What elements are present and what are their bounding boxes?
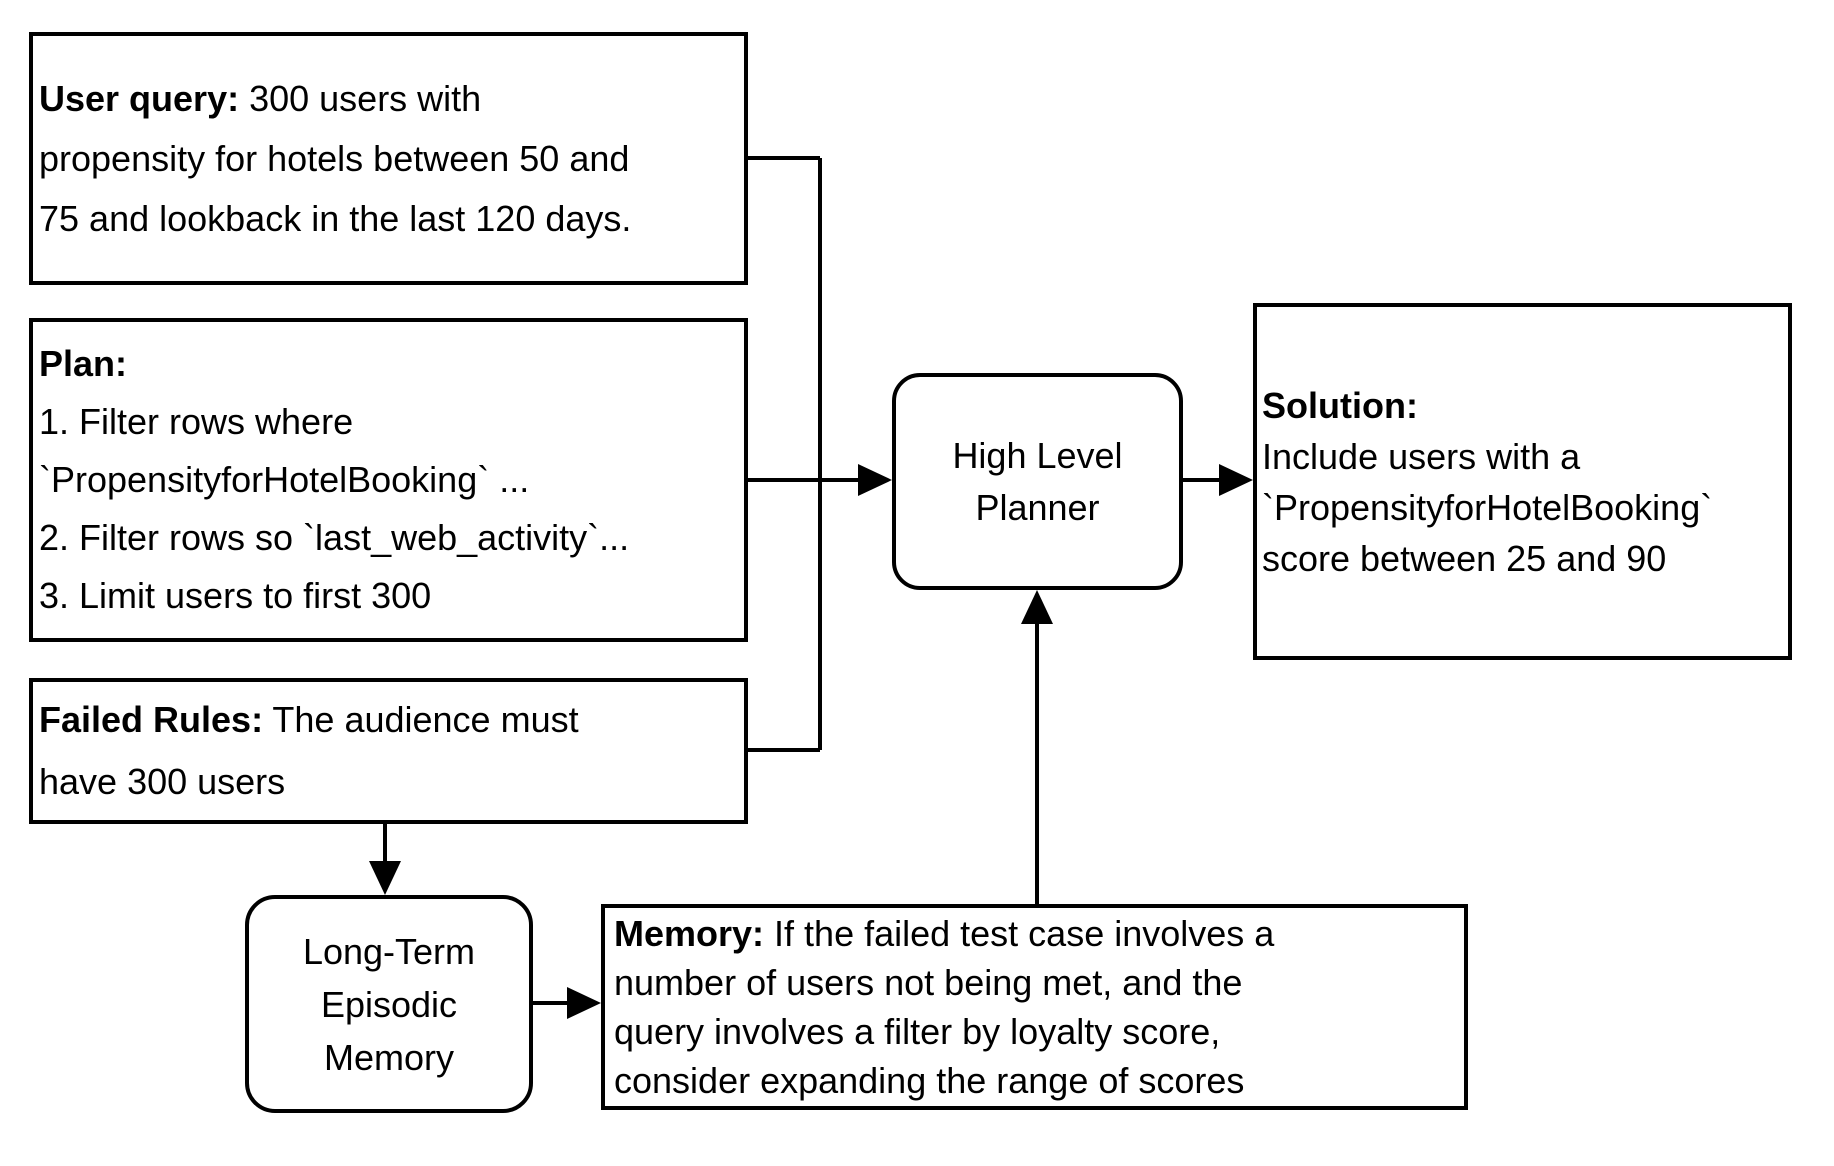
user-query-box: User query: 300 users with propensity fo… [29, 32, 748, 285]
high-level-planner-node: High Level Planner [892, 373, 1183, 590]
failed-rules-line-1-rest: The audience must [263, 699, 579, 740]
plan-line-4: 2. Filter rows so `last_web_activity`... [39, 517, 630, 558]
failed-rules-line-1: Failed Rules: The audience must [39, 689, 738, 751]
plan-line-2: 1. Filter rows where [39, 401, 354, 442]
plan-box: Plan: 1. Filter rows where `Propensityfo… [29, 318, 748, 642]
planner-line-1: High Level [952, 434, 1123, 476]
user-query-label: User query: [39, 77, 240, 119]
plan-line-5: 3. Limit users to first 300 [39, 575, 432, 616]
plan-line-3: `PropensityforHotelBooking` ... [39, 459, 530, 500]
solution-line-3: `PropensityforHotelBooking` [1262, 486, 1713, 528]
ltem-line-1: Long-Term [302, 930, 476, 972]
memory-line-4: consider expanding the range of scores [614, 1060, 1245, 1101]
user-query-line-2: propensity for hotels between 50 and [39, 137, 630, 179]
long-term-episodic-memory-node: Long-Term Episodic Memory [245, 895, 533, 1113]
arrowhead-plan-to-planner [858, 464, 892, 496]
memory-label: Memory: [614, 913, 765, 954]
memory-box: Memory: If the failed test case involves… [601, 904, 1468, 1110]
memory-line-2: number of users not being met, and the [614, 962, 1243, 1003]
planner-line-2: Planner [975, 486, 1100, 528]
ltem-line-2: Episodic [320, 983, 458, 1025]
user-query-line-1: User query: 300 users with [39, 69, 738, 129]
solution-line-4: score between 25 and 90 [1262, 537, 1667, 579]
arrowhead-failed-rules-to-ltem [369, 861, 401, 895]
failed-rules-box: Failed Rules: The audience must have 300… [29, 678, 748, 824]
solution-box: Solution: Include users with a `Propensi… [1253, 303, 1792, 660]
arrowhead-ltem-to-memory [567, 987, 601, 1019]
memory-line-1: Memory: If the failed test case involves… [614, 909, 1455, 958]
user-query-line-3: 75 and lookback in the last 120 days. [39, 197, 632, 239]
solution-line-2: Include users with a [1262, 435, 1581, 477]
arrowhead-memory-to-planner [1021, 590, 1053, 624]
memory-line-1-rest: If the failed test case involves a [764, 913, 1275, 954]
user-query-line-1-rest: 300 users with [239, 77, 482, 119]
failed-rules-label: Failed Rules: [39, 699, 264, 740]
failed-rules-line-2: have 300 users [39, 761, 286, 802]
memory-line-3: query involves a filter by loyalty score… [614, 1011, 1221, 1052]
arrowhead-planner-to-solution [1219, 464, 1253, 496]
solution-label: Solution: [1262, 384, 1418, 426]
ltem-line-3: Memory [323, 1036, 454, 1078]
plan-label: Plan: [39, 343, 128, 384]
